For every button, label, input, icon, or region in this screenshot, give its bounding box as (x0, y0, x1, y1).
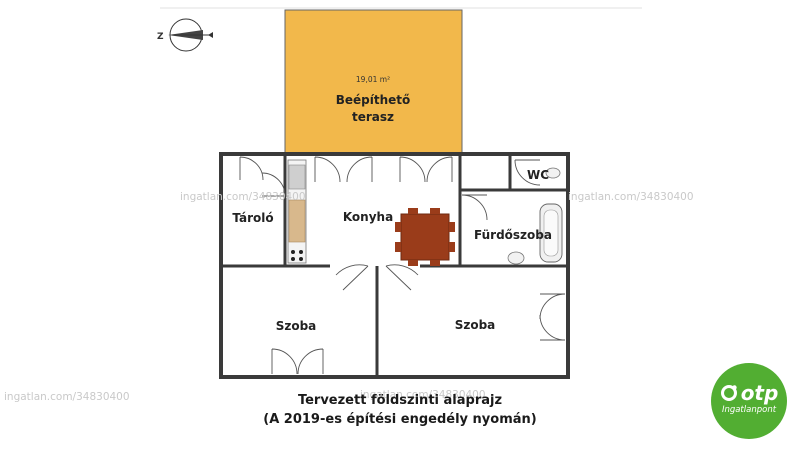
otp-ingatlanpont-logo: otp Ingatlanpont (711, 363, 787, 439)
plan-caption-subtitle: (A 2019-es építési engedély nyomán) (263, 412, 537, 427)
room-label-wc: WC (527, 168, 549, 182)
kitchen-counter (287, 159, 307, 264)
stove-burner (299, 250, 303, 254)
terrace-size-label: 19,01 m² (356, 75, 390, 84)
watermark: ingatlan.com/34830400 (360, 389, 486, 401)
terrace-area (284, 9, 463, 154)
watermark: ingatlan.com/34830400 (180, 191, 306, 203)
kitchen-sink (288, 164, 306, 190)
otp-mark-icon (720, 385, 737, 401)
room-label-room-right: Szoba (455, 318, 496, 332)
room-label-kitchen: Konyha (343, 210, 393, 224)
bathtub (539, 203, 563, 263)
room-label-storage: Tároló (232, 211, 273, 225)
dining-table (395, 208, 455, 266)
kitchen-worktop (288, 199, 306, 243)
compass-letter: Z (157, 32, 164, 42)
stove-burner (299, 257, 303, 261)
stove-burner (291, 250, 295, 254)
room-label-room-left: Szoba (276, 319, 317, 333)
interior-walls (221, 154, 568, 377)
otp-brand-name: otp (740, 381, 779, 405)
terrace-name-line2: terasz (352, 110, 394, 124)
watermark: ingatlan.com/34830400 (568, 191, 694, 203)
compass: Z (157, 18, 213, 52)
watermark: ingatlan.com/34830400 (4, 391, 130, 403)
room-label-bathroom: Fürdőszoba (474, 228, 552, 242)
otp-brand-subtitle: Ingatlanpont (721, 405, 777, 415)
terrace-name-line1: Beépíthető (336, 93, 411, 107)
stove-burner (291, 257, 295, 261)
wc-toilet (545, 167, 561, 179)
door-swings (239, 156, 566, 375)
plan-caption-title: Tervezett földszinti alaprajz (297, 393, 503, 408)
bathroom-sink (507, 251, 525, 265)
